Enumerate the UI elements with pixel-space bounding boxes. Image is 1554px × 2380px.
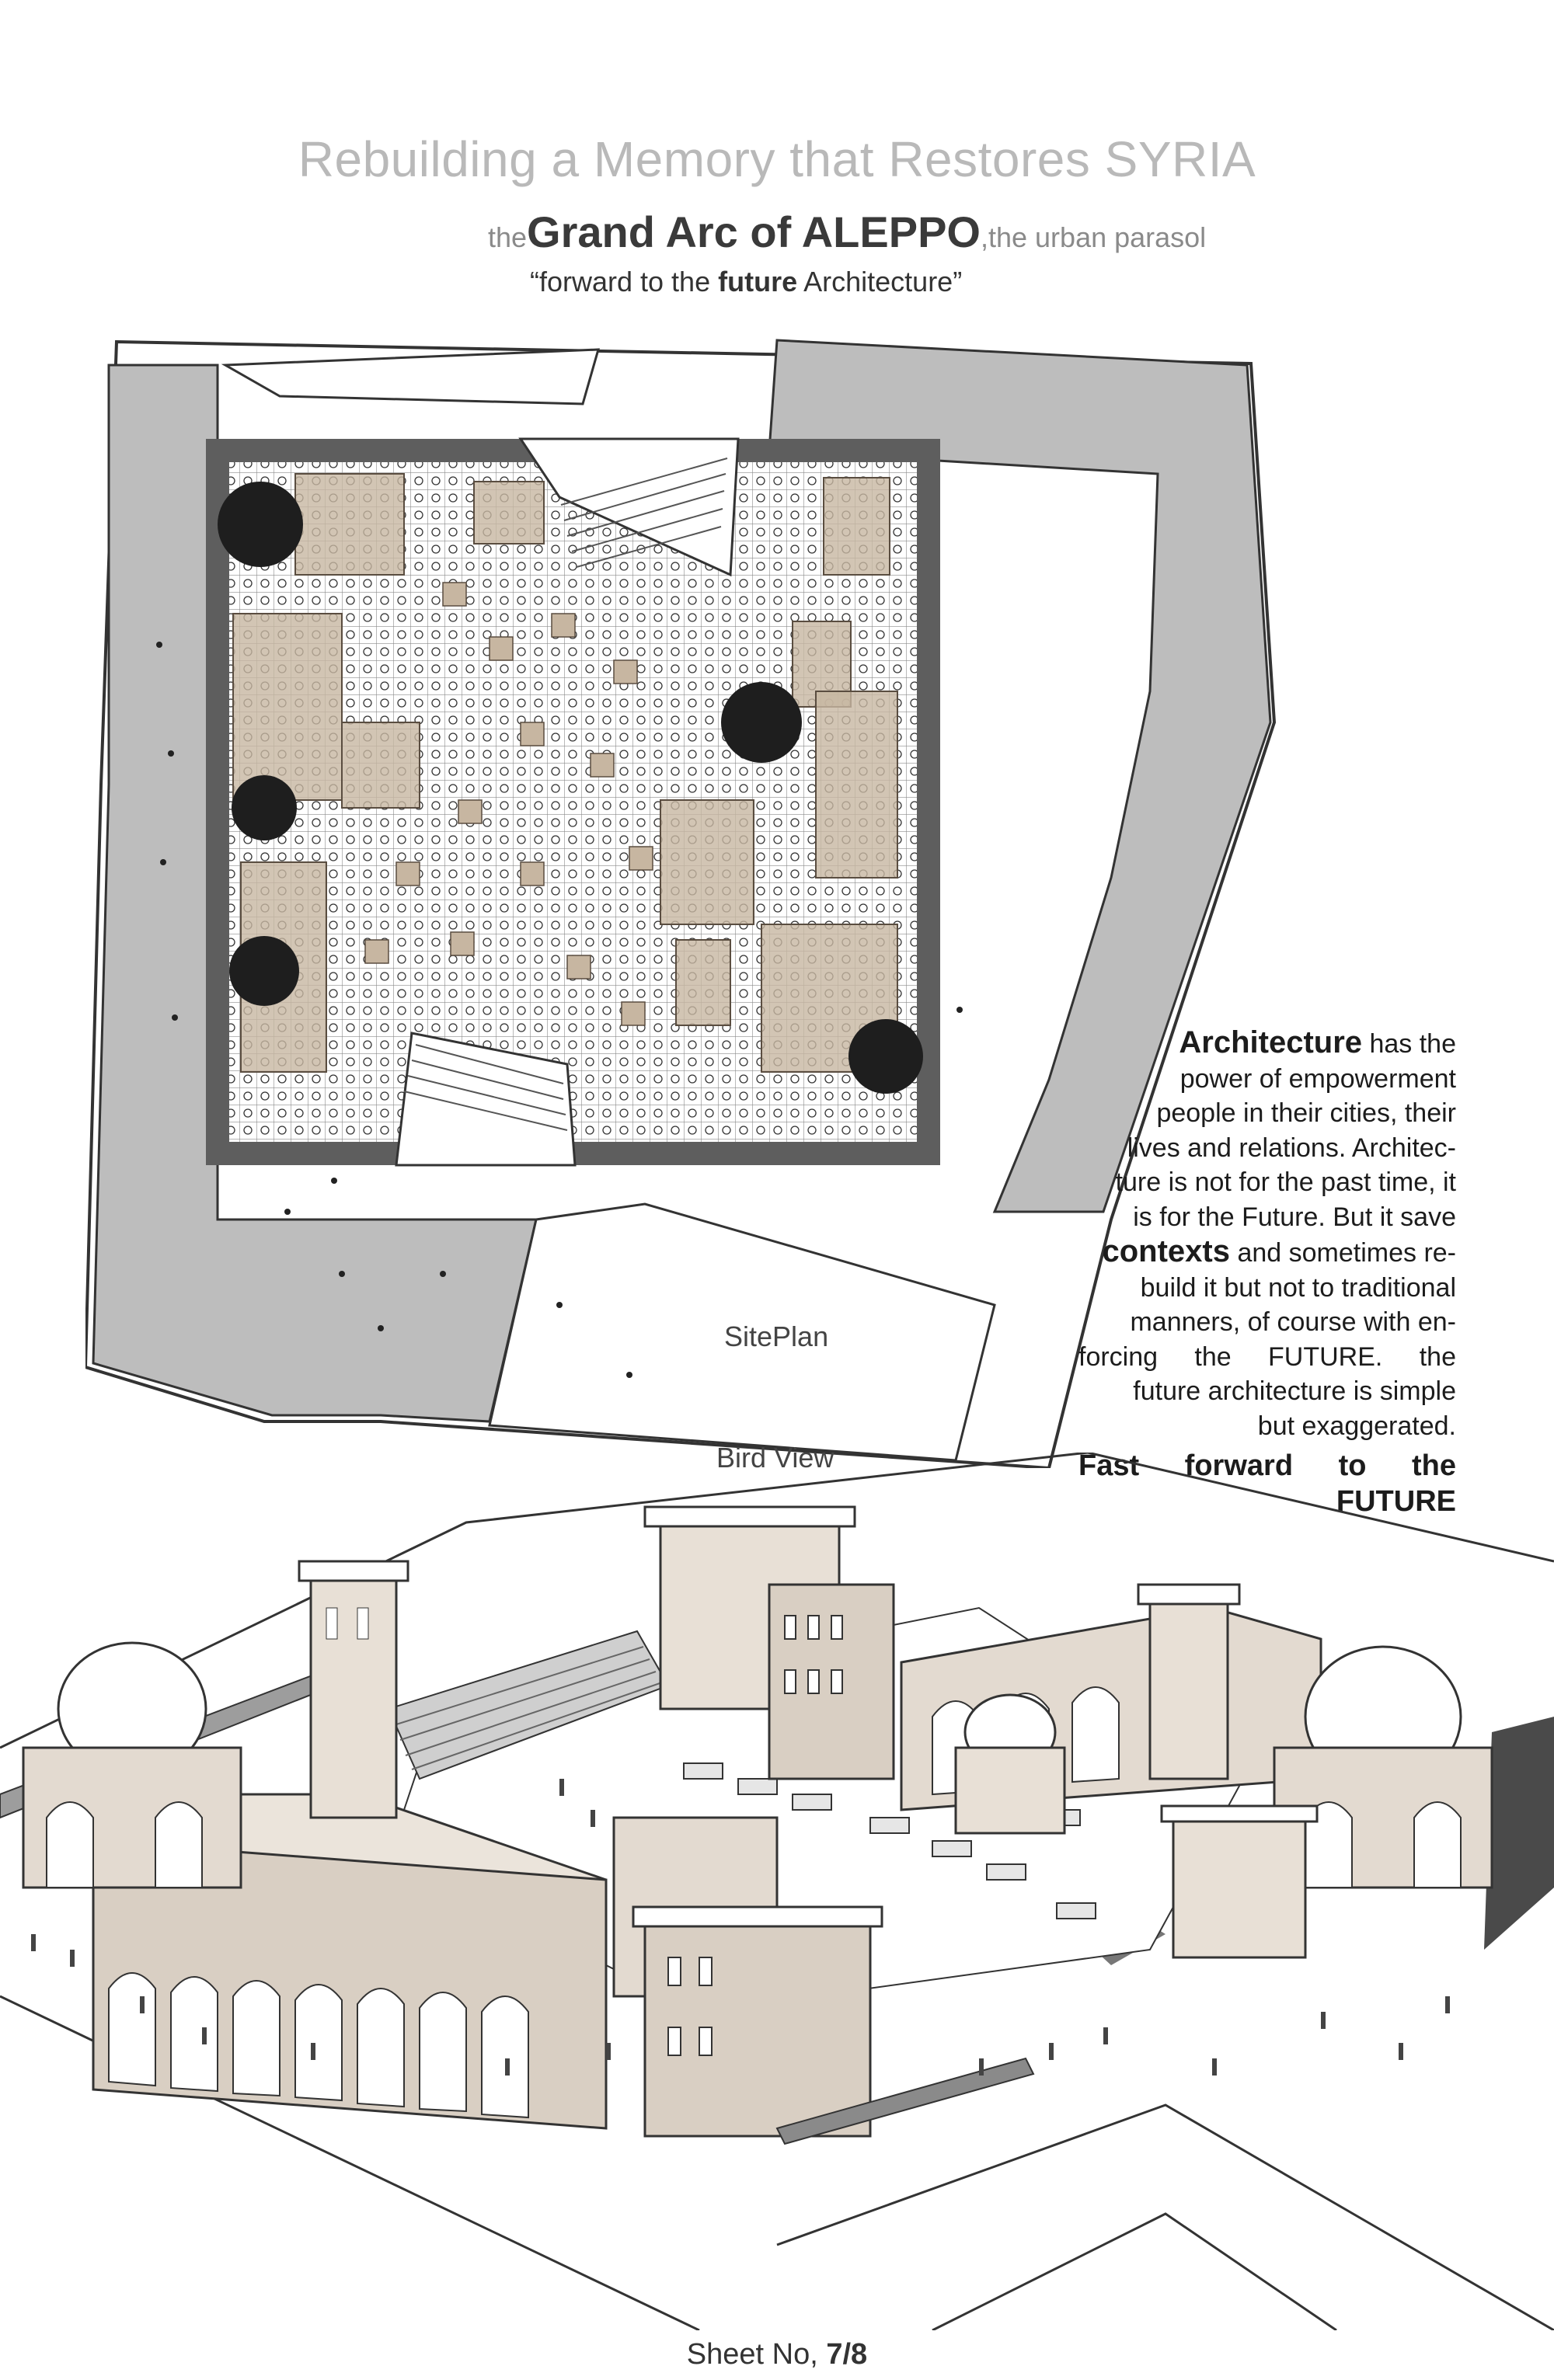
birdview-label: Bird View [716,1442,834,1474]
tagline-open: “forward to the [530,266,719,298]
tower-right [1148,1599,1229,1780]
statement-line-10: forcing the FUTURE. the [1078,1341,1456,1372]
kiosk-base [954,1746,1066,1835]
tower-left [309,1575,398,1819]
parcel-top [221,348,601,405]
project-subtitle: theGrand Arc of ALEPPO,the urban parasol [488,207,1206,257]
statement-line-8: build it but not to traditional [1140,1272,1456,1303]
arcade-left-facade [92,1839,608,2130]
tagline-close: Architecture” [797,266,963,298]
people-figures [31,1779,1450,2076]
tagline-bold: future [718,266,798,298]
siteplan-label: SitePlan [724,1320,829,1352]
opening-south [395,1032,577,1167]
statement-line-2: power of empowerment [1179,1063,1456,1094]
statement-line-6: is for the Future. But it save [1133,1202,1456,1232]
architecture-statement: Architecture has the power of empowermen… [1078,1025,1456,1519]
statement-line-5: ture is not for the past time, it [1115,1167,1456,1197]
sheet-number: Sheet No, 7/8 [0,2338,1554,2371]
statement-line-4: lives and relations. Architec- [1127,1133,1456,1163]
opening-north [518,437,740,577]
siteplan-drawing [85,339,1277,1468]
sheet-count: 7/8 [826,2338,868,2371]
building-lower-right [1172,1816,1307,1959]
subtitle-main: Grand Arc of ALEPPO [527,207,981,256]
statement-line-9: manners, of course with en- [1130,1307,1456,1337]
statement-line-11: future architecture is simple [1133,1376,1456,1406]
statement-line-1: Architecture has the [1179,1025,1456,1060]
road-right [768,339,1272,1213]
subtitle-prefix: the [488,221,528,253]
page-title: Rebuilding a Memory that Restores SYRIA [298,131,1256,187]
tagline-quote: “forward to the future Architecture” [530,266,962,298]
stair-lines [403,458,728,1131]
tree-clusters [218,482,923,1094]
wall-bottom [775,2057,1035,2145]
subtitle-suffix: ,the urban parasol [980,221,1207,253]
statement-line-7: contexts and sometimes re- [1102,1234,1457,1268]
statement-line-12: but exaggerated. [1257,1411,1456,1441]
ground-outline [0,1453,1554,1749]
parcel-bottom [488,1202,996,1462]
statement-line-3: people in their cities, their [1156,1098,1456,1128]
people-dots [156,642,963,1378]
perimeter-wall-right [1484,1717,1554,1950]
birdview-drawing [0,1453,1554,2330]
arcade-left-arches [108,1972,529,2119]
statement-emphasis-2: FUTURE [1336,1485,1456,1518]
sheet-prefix: Sheet No, [686,2338,827,2371]
pavilion-squares [364,582,653,1026]
